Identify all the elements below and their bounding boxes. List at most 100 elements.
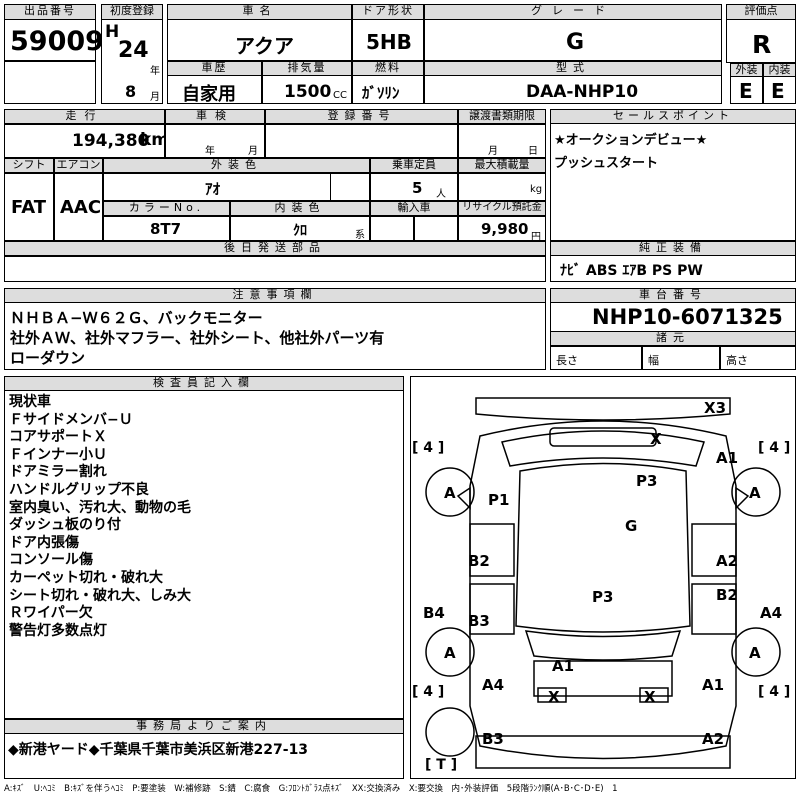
damage-mark: X	[644, 688, 656, 706]
mileage-cell	[4, 124, 165, 158]
sales-point-1: ★オークションデビュー★	[554, 133, 708, 148]
first-reg-label: 初度登録	[101, 4, 163, 20]
damage-mark: A1	[702, 676, 725, 694]
inspector-line: ダッシュ板のり付	[9, 517, 121, 534]
transfer-day-unit: 日	[528, 146, 538, 157]
tire-rr	[731, 627, 781, 677]
damage-mark: P3	[636, 472, 658, 490]
ext-color-label: 外装色	[103, 158, 370, 173]
inspection-month-unit: 月	[248, 146, 258, 157]
spec-height-cell	[720, 346, 796, 370]
notice-label: 注意事項欄	[4, 288, 546, 303]
transfer-label: 譲渡書類期限	[458, 109, 546, 124]
inspector-line: コアサポートＸ	[9, 429, 107, 446]
spec-width-cell	[642, 346, 720, 370]
car-name: アクア	[235, 34, 294, 58]
damage-mark: A2	[702, 730, 725, 748]
later-parts-cell	[4, 256, 546, 282]
office-text: ◆新港ヤード◆千葉県千葉市美浜区新港227-13	[8, 742, 309, 758]
ac-cell	[54, 173, 103, 241]
notice-line-3: ローダウン	[10, 349, 86, 367]
sales-label: セールスポイント	[550, 109, 796, 124]
legend-text: A:ｷｽﾞ U:ﾍｺﾐ B:ｷｽﾞを伴うﾍｺﾐ P:要塗装 W:補修跡 S:錆 …	[4, 784, 618, 794]
roof	[515, 462, 691, 633]
plate-label: 登録番号	[265, 109, 458, 124]
first-reg-era: H	[105, 22, 120, 42]
exterior-label: 外装	[730, 63, 763, 77]
mirror-l	[456, 486, 471, 510]
inspector-box	[4, 376, 404, 719]
damage-mark: X	[548, 688, 560, 706]
tire-rr-depth: [ 4 ]	[758, 684, 791, 700]
recycle-label: リサイクル預託金	[458, 201, 546, 216]
chassis-label: 車台番号	[550, 288, 796, 303]
capacity: 5	[412, 179, 423, 197]
spec-height-label: 高さ	[726, 354, 748, 367]
mileage: 194,380	[72, 131, 150, 151]
grade-label: グレード	[424, 4, 722, 20]
first-reg-box	[101, 4, 163, 104]
ac-label: エアコン	[54, 158, 103, 173]
import-cell	[370, 216, 414, 241]
interior-label: 内装	[763, 63, 796, 77]
inspector-line: 現状車	[9, 394, 51, 410]
maxload-label: 最大積載量	[458, 158, 546, 173]
first-reg-month-unit: 月	[150, 92, 160, 103]
car-name-label: 車名	[167, 4, 352, 20]
rear-bumper	[475, 735, 731, 769]
inspector-line: Ｆサイドメンバ−Ｕ	[9, 411, 133, 428]
lot-lower-box	[4, 61, 96, 104]
spec-width-label: 幅	[648, 354, 659, 367]
tail-light-l	[537, 687, 567, 703]
inspection-year-unit: 年	[205, 146, 215, 157]
transfer-cell	[458, 124, 546, 158]
capacity-label: 乗車定員	[370, 158, 458, 173]
office-label: 事務局よりご案内	[4, 719, 404, 734]
ext-color: ｱｵ	[205, 180, 221, 198]
inspection-cell	[165, 124, 265, 158]
fuel-label: 燃料	[352, 61, 424, 76]
notice-line-2: 社外ＡＷ、社外マフラー、社外シート、他社外パーツ有	[10, 329, 385, 347]
front-bumper	[475, 397, 731, 421]
windshield	[501, 430, 705, 467]
damage-mark: A4	[760, 604, 783, 622]
int-color-cell	[230, 216, 370, 241]
maxload-cell	[458, 173, 546, 201]
door: 5HB	[366, 30, 412, 54]
notice-line-1: ＮＨＢＡ−Ｗ６２Ｇ、バックモニター	[10, 309, 263, 327]
shift: FAT	[11, 197, 47, 218]
inspector-line: 警告灯多数点灯	[9, 622, 107, 639]
door-rl	[469, 583, 515, 635]
shift-cell	[4, 173, 54, 241]
tire-rl	[425, 627, 475, 677]
damage-mark: P3	[592, 588, 614, 606]
door-fl	[469, 523, 515, 577]
first-reg-month: 8	[125, 82, 137, 101]
fuel: ｶﾞｿﾘﾝ	[362, 84, 400, 102]
ext-color-cell	[103, 173, 370, 201]
displacement-label: 排気量	[262, 61, 352, 76]
spec-length-cell	[550, 346, 642, 370]
sales-point-2: プッシュスタート	[554, 156, 659, 171]
rear-glass	[524, 630, 682, 661]
spare-tire-label: [ T ]	[425, 757, 458, 773]
damage-mark: A	[444, 644, 456, 662]
inspector-line: コンソール傷	[9, 552, 93, 569]
mileage-unit: km	[140, 130, 170, 150]
body-outline	[469, 420, 737, 760]
diagram-box	[410, 376, 796, 779]
interior: E	[771, 79, 785, 103]
first-reg-year: 24	[118, 38, 149, 63]
history-label: 車歴	[167, 61, 262, 76]
front-glass	[549, 427, 657, 447]
inspector-label: 検査員記入欄	[4, 376, 404, 391]
tail-light-r	[639, 687, 669, 703]
inspector-line: シート切れ・破れ大、しみ大	[9, 587, 191, 604]
color-no: 8T7	[150, 220, 182, 238]
model: DAA-NHP10	[526, 82, 639, 102]
damage-mark: X	[650, 430, 662, 448]
mirror-r	[735, 486, 750, 510]
exterior: E	[739, 79, 753, 103]
later-parts-label: 後日発送部品	[4, 241, 546, 256]
tire-fr	[731, 467, 781, 517]
